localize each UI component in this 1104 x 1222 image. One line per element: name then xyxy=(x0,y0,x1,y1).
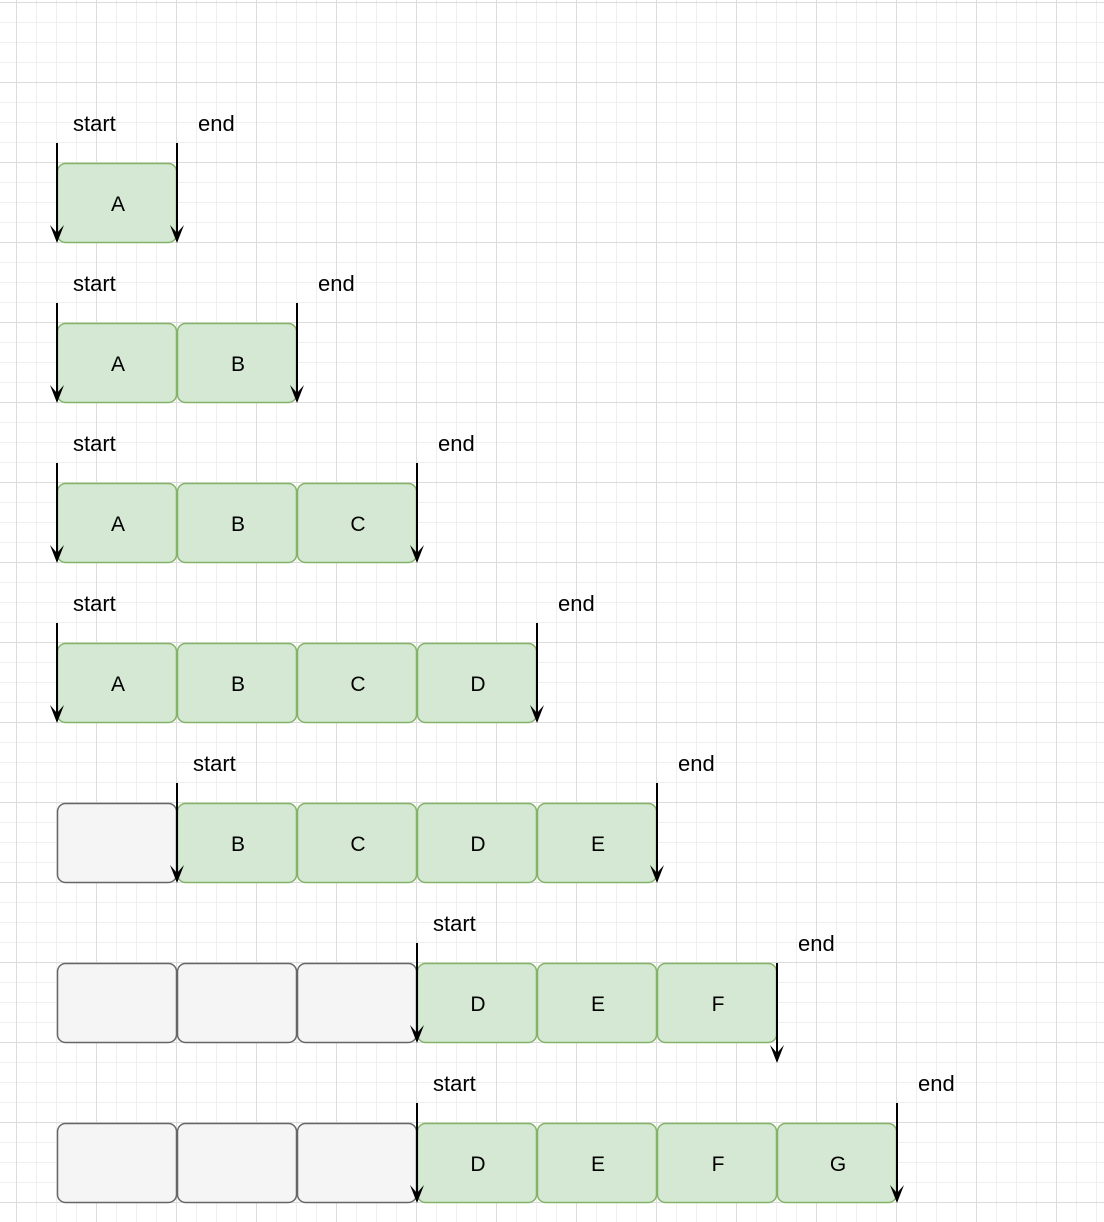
cell-label: A xyxy=(111,513,125,536)
cell-label: D xyxy=(470,1153,485,1176)
start-pointer-head xyxy=(50,705,64,723)
start-pointer-head xyxy=(50,385,64,403)
cell-label: B xyxy=(231,513,245,536)
cell-label: A xyxy=(111,353,125,376)
start-pointer-head xyxy=(170,865,184,883)
cell-label: G xyxy=(830,1153,846,1176)
start-label: start xyxy=(433,1071,476,1096)
cell-label: E xyxy=(591,1153,605,1176)
queue-cell xyxy=(536,962,658,1044)
end-label: end xyxy=(678,751,715,776)
start-pointer-head xyxy=(410,1025,424,1043)
start-label: start xyxy=(73,111,116,136)
queue-cell xyxy=(656,1122,778,1204)
queue-cell xyxy=(296,802,418,884)
cell-label: F xyxy=(712,993,725,1016)
queue-cell xyxy=(176,482,298,564)
cell-label: E xyxy=(591,993,605,1016)
end-label: end xyxy=(918,1071,955,1096)
start-pointer-head xyxy=(50,545,64,563)
cell-label: B xyxy=(231,673,245,696)
start-label: start xyxy=(73,591,116,616)
cell-label: E xyxy=(591,833,605,856)
empty-cell xyxy=(56,802,178,884)
queue-cell xyxy=(296,642,418,724)
end-label: end xyxy=(318,271,355,296)
empty-cell xyxy=(56,962,178,1044)
start-label: start xyxy=(73,271,116,296)
end-label: end xyxy=(798,931,835,956)
empty-cell xyxy=(176,1122,298,1204)
queue-cell xyxy=(536,1122,658,1204)
cell-label: A xyxy=(111,193,125,216)
start-label: start xyxy=(73,431,116,456)
end-pointer-head xyxy=(650,865,664,883)
end-pointer-head xyxy=(530,705,544,723)
cell-label: D xyxy=(470,673,485,696)
cell-label: C xyxy=(350,673,365,696)
start-pointer-head xyxy=(50,225,64,243)
end-pointer-head xyxy=(890,1185,904,1203)
queue-cell xyxy=(176,642,298,724)
start-pointer-head xyxy=(410,1185,424,1203)
end-pointer-head xyxy=(290,385,304,403)
cell-label: D xyxy=(470,993,485,1016)
end-label: end xyxy=(558,591,595,616)
cell-label: B xyxy=(231,353,245,376)
cell-label: C xyxy=(350,513,365,536)
end-pointer-head xyxy=(170,225,184,243)
cell-label: C xyxy=(350,833,365,856)
cell-label: B xyxy=(231,833,245,856)
cell-label: A xyxy=(111,673,125,696)
cell-label: D xyxy=(470,833,485,856)
cell-label: F xyxy=(712,1153,725,1176)
start-label: start xyxy=(193,751,236,776)
empty-cell xyxy=(296,1122,418,1204)
empty-cell xyxy=(296,962,418,1044)
empty-cell xyxy=(176,962,298,1044)
end-pointer-head xyxy=(410,545,424,563)
empty-cell xyxy=(56,1122,178,1204)
end-label: end xyxy=(198,111,235,136)
start-label: start xyxy=(433,911,476,936)
queue-cell xyxy=(416,802,538,884)
end-pointer-head xyxy=(770,1045,784,1063)
end-label: end xyxy=(438,431,475,456)
